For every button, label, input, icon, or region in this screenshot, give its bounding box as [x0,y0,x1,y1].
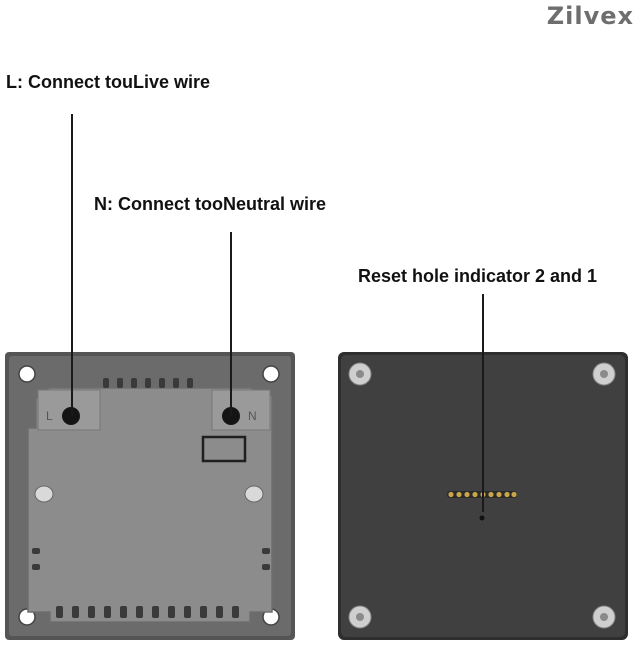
side-screw-icon [34,485,54,503]
connector-outline [201,435,247,463]
neutral-terminal-screw [222,407,240,425]
plate-screw-icon [592,362,616,386]
plate-screw-icon [348,605,372,629]
plate-screw-icon [348,362,372,386]
mount-hole-icon [18,365,36,383]
switch-back-housing: L N [5,352,295,640]
live-wire-label: L: Connect touLive wire [6,72,211,92]
reset-hole [479,515,485,521]
neutral-wire-label: N: Connect tooNeutral wire [94,194,327,214]
live-terminal-mark: L [46,409,53,423]
mount-hole-icon [262,365,280,383]
brand-logo: Zilvex [546,2,634,30]
bottom-vents [56,606,239,618]
mount-hole-icon [18,608,36,626]
neutral-leader-line [230,232,232,416]
plate-screw-icon [592,605,616,629]
neutral-terminal-mark: N [248,409,257,423]
live-leader-line [71,114,73,416]
live-terminal-screw [62,407,80,425]
reset-leader-line [482,294,484,512]
top-vents [103,378,193,388]
reset-hole-label: Reset hole indicator 2 and 1 [358,266,598,286]
side-vents [32,548,270,570]
side-screw-icon [244,485,264,503]
